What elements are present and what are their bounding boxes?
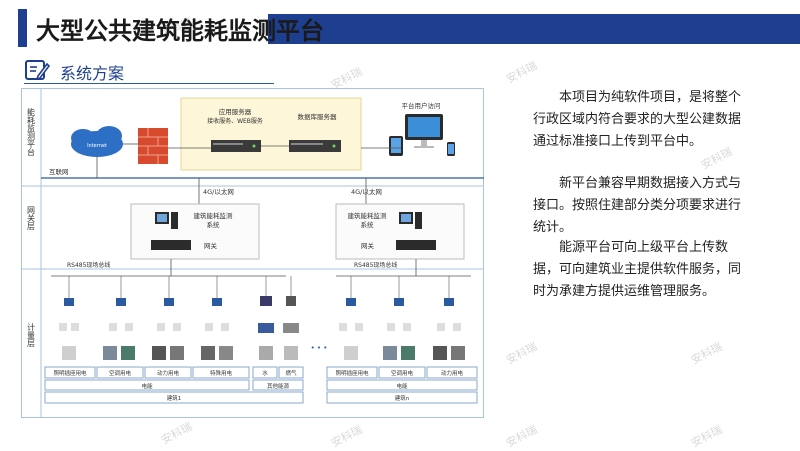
gateway-subtitle-1: 系统 — [207, 220, 221, 229]
db-server-label: 数据库服务器 — [298, 112, 338, 121]
watermark: 安科瑞 — [504, 339, 540, 367]
category-box — [192, 366, 250, 379]
gateway-subtitle-2: 系统 — [361, 220, 375, 229]
gas-meter-icon — [283, 276, 299, 360]
building-label-n: 建筑n — [395, 394, 410, 402]
watermark: 安科瑞 — [329, 422, 365, 450]
meter-column-b1-4 — [201, 276, 233, 360]
bus-label-1: RS485现场总线 — [67, 261, 110, 269]
category-box — [326, 366, 378, 379]
category-label: 动力用电 — [441, 369, 464, 377]
computer-icon — [399, 212, 422, 229]
category-box — [44, 366, 96, 379]
internet-cloud-label: Internet — [87, 143, 107, 149]
gateway-device-label-2: 网关 — [361, 241, 375, 250]
energy-group-box — [326, 379, 478, 391]
gateway-title-2: 建筑能耗监测 — [348, 211, 388, 220]
meter-column-bn-3 — [433, 276, 465, 360]
category-label: 特殊用电 — [210, 369, 233, 377]
category-box — [144, 366, 192, 379]
notebook-pen-icon — [25, 60, 50, 81]
description-paragraph-1: 本项目为纯软件项目，是将整个行政区域内符合要求的大型公建数据通过标准接口上传到平… — [533, 90, 742, 149]
category-label: 燃气 — [285, 369, 297, 377]
category-box — [378, 366, 426, 379]
title-accent-bar — [18, 9, 27, 47]
page-title: 大型公共建筑能耗监测平台 — [36, 17, 324, 45]
meter-column-bn-1 — [339, 276, 363, 360]
db-server-icon — [289, 140, 341, 152]
app-server-icon — [211, 140, 261, 152]
app-server-sublabel: 接收服务、WEB服务 — [207, 117, 263, 125]
watermark: 安科瑞 — [689, 422, 725, 450]
monitor-icon — [405, 114, 443, 148]
app-server-label: 应用服务器 — [219, 107, 252, 116]
layer-label-metering: 计量层 — [27, 322, 36, 348]
internet-cloud: Internet — [71, 126, 123, 157]
tablet-icon — [389, 136, 403, 156]
meter-column-bn-2 — [383, 276, 415, 360]
bus-label-2: RS485现场总线 — [354, 261, 397, 269]
title-band — [268, 14, 800, 44]
section-underline — [24, 83, 274, 84]
computer-icon — [155, 212, 178, 229]
watermark: 安科瑞 — [159, 419, 195, 447]
network-label-1: 4G/以太网 — [203, 187, 234, 196]
category-label: 水 — [262, 369, 268, 377]
server-area — [180, 97, 362, 171]
category-box — [252, 366, 278, 379]
category-label: 照明插座用电 — [53, 369, 87, 377]
layer-label-gateway: 网关层 — [27, 206, 36, 231]
user-access-label: 平台用户访问 — [402, 101, 441, 110]
system-architecture-diagram: 能耗监测平台 网关层 计量层 Internet 应用服务器 接收服务、WEB服务… — [21, 88, 484, 418]
category-label: 空调用电 — [109, 369, 132, 377]
meter-column-b1-1 — [59, 276, 79, 360]
building-box — [326, 391, 478, 404]
watermark: 安科瑞 — [689, 339, 725, 367]
layer-label-platform: 能耗监测平台 — [27, 107, 36, 157]
energy-group-box — [44, 379, 250, 391]
gateway-device-icon — [151, 240, 191, 250]
building-label-1: 建筑1 — [167, 394, 182, 402]
building-box — [44, 391, 304, 404]
meter-column-b1-3 — [152, 276, 184, 360]
ellipsis: • • • — [311, 344, 328, 352]
category-box — [426, 366, 478, 379]
meter-column-b1-2 — [103, 276, 135, 360]
description-paragraph-2: 新平台兼容早期数据接入方式与接口。按照住建部分类分项要求进行统计。 — [533, 176, 742, 235]
category-box — [96, 366, 144, 379]
energy-group-label: 电能 — [141, 382, 153, 390]
category-label: 照明插座用电 — [335, 369, 369, 377]
firewall-icon — [138, 128, 168, 164]
description-paragraph-3: 能源平台可向上级平台上传数据，可向建筑业主提供软件服务，同时为承建方提供运维管理… — [533, 240, 742, 299]
gateway-device-icon — [396, 240, 436, 250]
gateway-device-label-1: 网关 — [204, 241, 218, 250]
water-meter-icon — [258, 276, 274, 360]
internet-line-label: 互联网 — [49, 167, 69, 176]
network-label-2: 4G/以太网 — [351, 187, 382, 196]
category-label: 动力用电 — [157, 369, 180, 377]
other-energy-label: 其他能源 — [267, 382, 290, 390]
section-title: 系统方案 — [60, 64, 125, 83]
phone-icon — [447, 142, 455, 156]
gateway-title-1: 建筑能耗监测 — [194, 211, 234, 220]
watermark: 安科瑞 — [504, 58, 540, 86]
energy-group-label: 电能 — [396, 382, 408, 390]
category-label: 空调用电 — [391, 369, 414, 377]
watermark: 安科瑞 — [504, 422, 540, 450]
other-energy-box — [252, 379, 304, 391]
category-box — [278, 366, 304, 379]
